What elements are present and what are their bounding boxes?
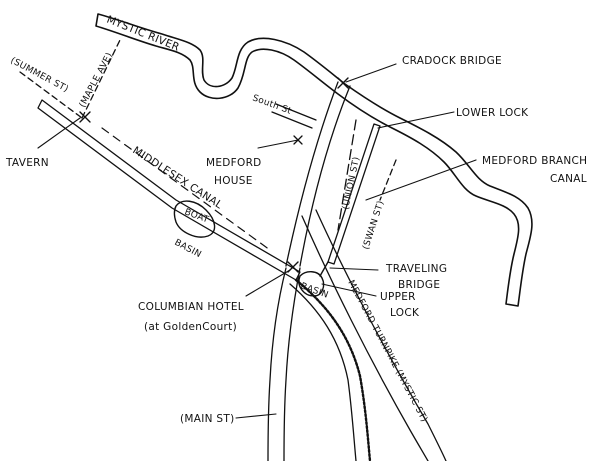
traveling-bridge-label-2: BRIDGE xyxy=(398,279,440,291)
lower-lock-label: LOWER LOCK xyxy=(456,107,529,119)
summer-st-label: (SUMMER ST) xyxy=(9,56,70,95)
boat-basin xyxy=(173,200,216,238)
tavern-marker xyxy=(79,111,91,123)
river-label: MYSTIC RIVER xyxy=(105,14,181,54)
swan-st-label: (SWAN ST) xyxy=(361,200,386,251)
branch-canal-label-2: CANAL xyxy=(550,173,587,185)
cradock-bridge-label: CRADOCK BRIDGE xyxy=(402,55,502,67)
columbian-hotel-label-1: COLUMBIAN HOTEL xyxy=(138,301,244,313)
tavern-label: TAVERN xyxy=(5,157,49,169)
medford-house-label-1: MEDFORD xyxy=(206,157,262,169)
traveling-bridge-label-1: TRAVELING xyxy=(385,263,447,275)
union-st-label: (UNION ST) xyxy=(341,156,362,211)
upper-lock-label-2: LOCK xyxy=(390,307,420,319)
mystic-river xyxy=(95,13,533,307)
main-st-label: (MAIN ST) xyxy=(180,413,235,425)
middlesex-canal xyxy=(37,99,301,281)
upper-basin xyxy=(298,271,325,297)
medford-branch-canal xyxy=(319,123,381,277)
roads xyxy=(19,39,447,461)
upper-lock-label-1: UPPER xyxy=(380,291,416,303)
basin-label: BASIN xyxy=(173,238,203,260)
leader-lines xyxy=(37,63,477,419)
branch-canal-label-1: MEDFORD BRANCH xyxy=(482,155,587,167)
medford-house-label-2: HOUSE xyxy=(214,175,253,187)
maple-ave-label: (MAPLE AVE) xyxy=(78,51,115,109)
south-st-label: South St xyxy=(251,93,293,116)
columbian-hotel-label-2: (at GoldenCourt) xyxy=(144,321,237,333)
cradock-bridge-marker xyxy=(337,77,349,89)
